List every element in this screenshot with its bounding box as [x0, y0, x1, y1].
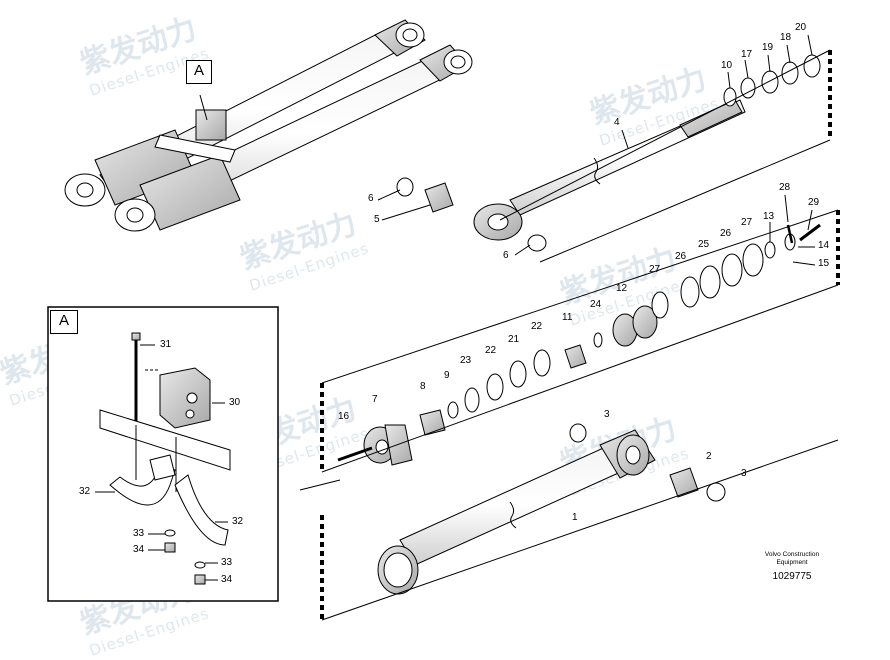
callout-13: 13 — [763, 211, 775, 222]
callout-15: 15 — [818, 258, 830, 269]
publisher-line-1: Volvo Construction — [764, 551, 820, 558]
callout-19: 19 — [762, 42, 774, 53]
callout-4: 4 — [614, 117, 620, 128]
piston-seal-parts — [337, 223, 821, 466]
detail-a-title: A — [50, 310, 78, 334]
callout-34b: 34 — [221, 574, 233, 585]
callout-1: 1 — [572, 512, 578, 523]
callout-5: 5 — [374, 214, 380, 225]
callout-33: 33 — [133, 528, 145, 539]
callout-16: 16 — [338, 411, 350, 422]
callout-6b: 6 — [503, 250, 509, 261]
callout-21: 21 — [508, 334, 520, 345]
callout-32: 32 — [79, 486, 91, 497]
piston-rod-parts — [396, 54, 821, 252]
callout-22: 22 — [531, 321, 543, 332]
callout-28: 28 — [779, 182, 791, 193]
callout-3: 3 — [604, 409, 610, 420]
callout-18: 18 — [780, 32, 792, 43]
callout-27b: 27 — [649, 264, 661, 275]
callout-27: 27 — [741, 217, 753, 228]
callout-34: 34 — [133, 544, 145, 555]
detail-a-marker: A — [186, 60, 212, 84]
document-number: 1029775 — [772, 571, 812, 582]
callout-20: 20 — [795, 22, 807, 33]
callout-8: 8 — [420, 381, 426, 392]
callout-7: 7 — [372, 394, 378, 405]
publisher-line-2: Equipment — [776, 559, 808, 566]
callout-26: 26 — [720, 228, 732, 239]
callout-3b: 3 — [741, 468, 747, 479]
callout-2: 2 — [706, 451, 712, 462]
callout-14: 14 — [818, 240, 830, 251]
callout-17: 17 — [741, 49, 753, 60]
callout-23: 23 — [460, 355, 472, 366]
callout-26b: 26 — [675, 251, 687, 262]
callout-30: 30 — [229, 397, 241, 408]
callout-9: 9 — [444, 370, 450, 381]
cylinder-barrel — [377, 423, 726, 595]
callout-6: 6 — [368, 193, 374, 204]
detail-view-frame — [47, 306, 279, 602]
callout-29: 29 — [808, 197, 820, 208]
callout-25: 25 — [698, 239, 710, 250]
callout-10: 10 — [721, 60, 733, 71]
callout-32b: 32 — [232, 516, 244, 527]
callout-33b: 33 — [221, 557, 233, 568]
callout-24: 24 — [590, 299, 602, 310]
callout-31: 31 — [160, 339, 172, 350]
group-frames — [299, 34, 840, 621]
callout-11: 11 — [562, 312, 573, 323]
detail-a-drawing — [95, 332, 231, 585]
callout-12: 12 — [616, 283, 628, 294]
publisher-footer: Volvo Construction Equipment 1029775 — [752, 551, 832, 583]
callout-22b: 22 — [485, 345, 497, 356]
cylinder-assembly-overview — [64, 19, 473, 232]
exploded-view-drawing — [47, 19, 840, 621]
